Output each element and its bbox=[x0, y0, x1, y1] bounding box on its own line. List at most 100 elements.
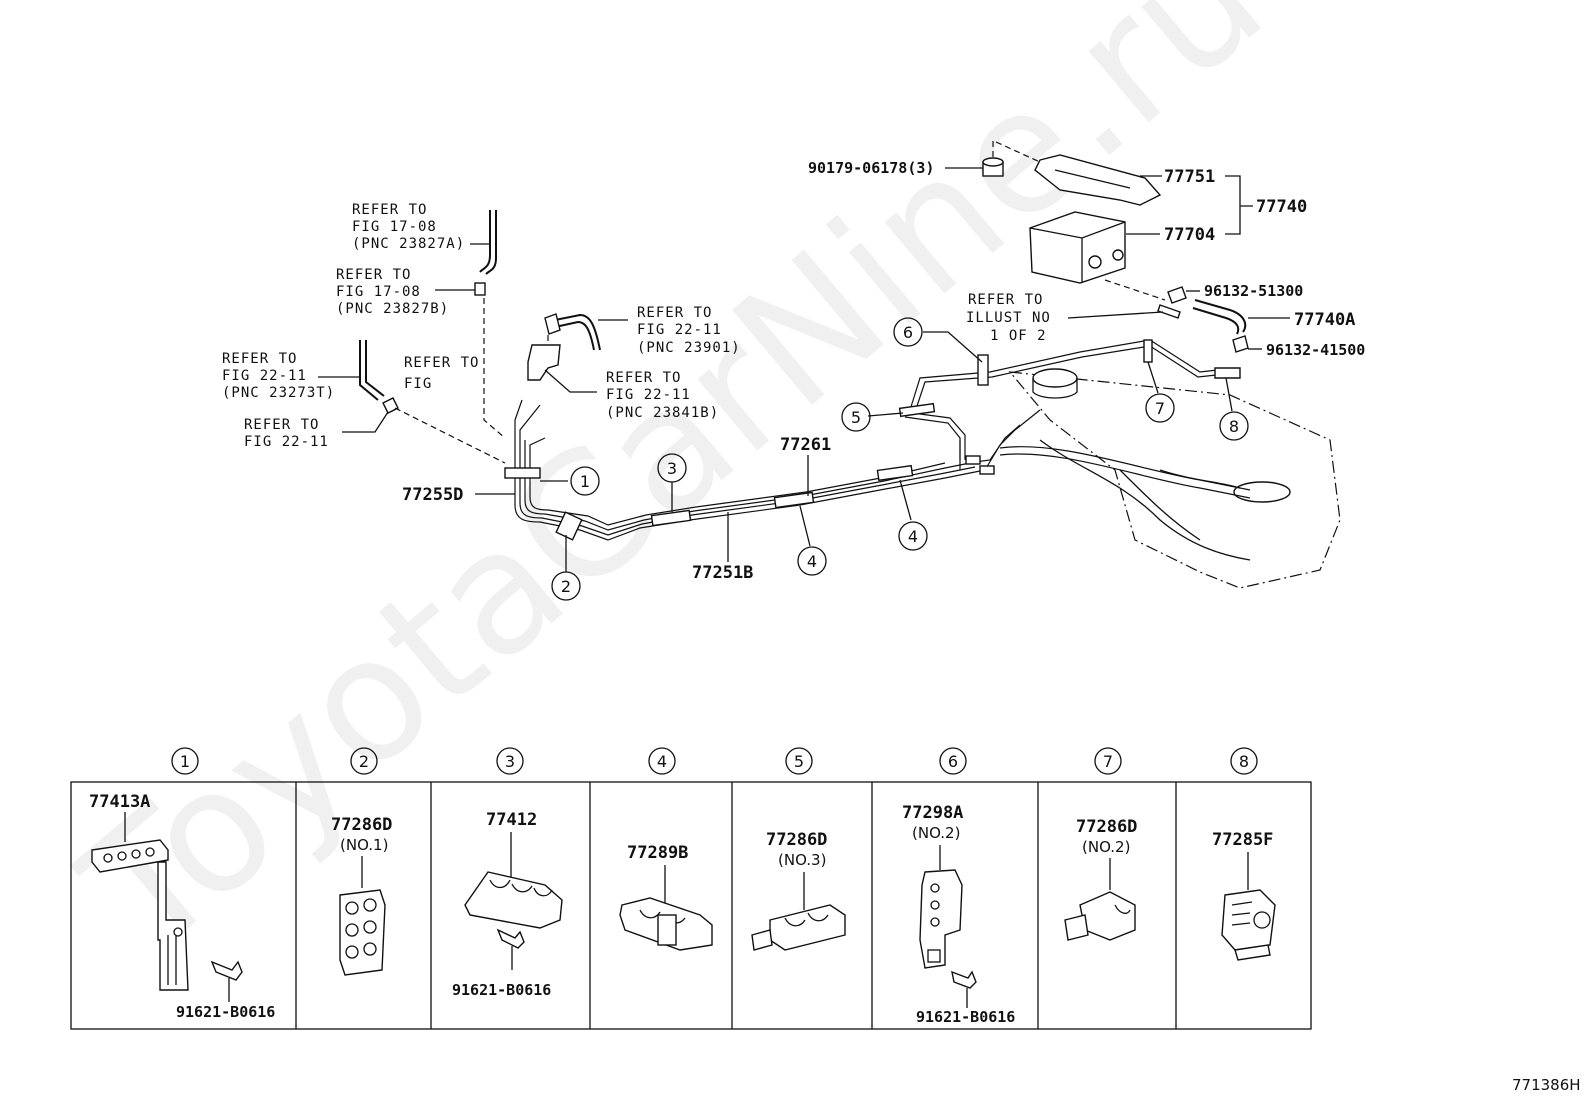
panel-4-content: 77289B bbox=[619, 843, 713, 951]
leader-fig22-11 bbox=[342, 411, 389, 433]
bracket-detail bbox=[1054, 169, 1131, 189]
clamp-77412 bbox=[464, 871, 563, 929]
pipe-23273t-b bbox=[365, 340, 385, 397]
callout-3: 3 bbox=[657, 453, 687, 483]
svg-text:FIG 22-11: FIG 22-11 bbox=[222, 368, 307, 384]
label-77704: 77704 bbox=[1164, 225, 1215, 245]
panel-8-header: 8 bbox=[1230, 747, 1258, 775]
panel-7-part: 77286D bbox=[1076, 817, 1137, 837]
svg-text:7: 7 bbox=[1155, 399, 1165, 418]
fuel-pump-body bbox=[1032, 378, 1078, 399]
label-77740: 77740 bbox=[1256, 197, 1307, 217]
hose-77740a bbox=[1194, 299, 1247, 333]
callout-1: 1 bbox=[570, 466, 600, 496]
svg-text:REFER TO: REFER TO bbox=[222, 351, 297, 367]
connector-fig22-11 bbox=[382, 397, 399, 414]
tank-side-tubes bbox=[904, 339, 1251, 499]
callout-leader-4b bbox=[899, 479, 912, 521]
panel-7-sub: (NO.2) bbox=[1082, 838, 1130, 856]
hose-connector bbox=[1157, 304, 1181, 319]
pipe-23827a-b bbox=[485, 210, 497, 275]
label-77740a: 77740A bbox=[1294, 310, 1355, 330]
refer-note-23841b: REFER TO FIG 22-11 (PNC 23841B) bbox=[606, 370, 718, 421]
panel-1-header: 1 bbox=[171, 747, 199, 775]
nut-90179-top bbox=[982, 157, 1004, 167]
clamp-4a-marker bbox=[773, 491, 815, 509]
charcoal-canister-77704 bbox=[1029, 211, 1126, 284]
svg-text:ILLUST NO: ILLUST NO bbox=[966, 310, 1051, 326]
callout-leader-8 bbox=[1225, 377, 1233, 412]
dash-fig22-11 bbox=[394, 407, 506, 464]
panel-3-header: 3 bbox=[496, 747, 524, 775]
clamp-77286d-no3 bbox=[769, 904, 846, 951]
canister-port bbox=[1088, 255, 1102, 269]
refer-note-23827b: REFER TO FIG 17-08 (PNC 23827B) bbox=[336, 267, 448, 317]
panel-2-content: 77286D (NO.1) bbox=[331, 815, 392, 976]
panel-8-content: 77285F bbox=[1212, 830, 1276, 961]
svg-text:REFER TO: REFER TO bbox=[336, 267, 411, 283]
sender-gauge-ring bbox=[1233, 481, 1291, 503]
panel-6-header: 6 bbox=[939, 747, 967, 775]
panel-6-bolt: 91621-B0616 bbox=[916, 1008, 1015, 1026]
pipe-23273t bbox=[359, 340, 379, 401]
panel-3-part: 77412 bbox=[486, 810, 537, 830]
clamp-77285f bbox=[1221, 889, 1276, 951]
bolt-91621 bbox=[210, 960, 243, 981]
panel-6-part: 77298A bbox=[902, 803, 963, 823]
dash-bracket bbox=[995, 141, 1041, 163]
label-77751: 77751 bbox=[1164, 167, 1215, 187]
svg-text:5: 5 bbox=[794, 752, 804, 771]
refer-note-illust: REFER TO ILLUST NO 1 OF 2 bbox=[966, 292, 1051, 344]
canister-valve-23841b bbox=[527, 344, 561, 381]
svg-text:REFER TO: REFER TO bbox=[352, 202, 427, 218]
clamp-2-marker bbox=[555, 511, 583, 541]
panel-1-content: 77413A 91621-B0616 bbox=[89, 792, 275, 1021]
panel-4-part: 77289B bbox=[627, 843, 688, 863]
svg-text:1 OF 2: 1 OF 2 bbox=[990, 328, 1047, 344]
connector-23827b bbox=[474, 282, 486, 296]
svg-text:(PNC 23827A): (PNC 23827A) bbox=[352, 236, 465, 252]
svg-text:REFER TO: REFER TO bbox=[968, 292, 1043, 308]
svg-text:5: 5 bbox=[851, 408, 861, 427]
svg-text:4: 4 bbox=[908, 527, 918, 546]
panel-3-bolt: 91621-B0616 bbox=[452, 981, 551, 999]
clamp-77298a bbox=[919, 869, 963, 969]
detail-panel-table bbox=[70, 781, 1312, 1030]
label-96132-41500: 96132-41500 bbox=[1266, 341, 1365, 359]
svg-text:REFER TO: REFER TO bbox=[637, 305, 712, 321]
tube-connector bbox=[979, 465, 995, 475]
fuel-tank-inner-line bbox=[1039, 439, 1251, 561]
callout-leader-7 bbox=[1147, 361, 1159, 394]
svg-text:8: 8 bbox=[1229, 417, 1239, 436]
panel-4-header: 4 bbox=[648, 747, 676, 775]
callout-4a: 4 bbox=[797, 546, 827, 576]
refer-note-23273t: REFER TO FIG 22-11 (PNC 23273T) bbox=[222, 351, 334, 401]
svg-text:6: 6 bbox=[903, 323, 913, 342]
pipe-23827a bbox=[479, 210, 491, 273]
panel-2-header: 2 bbox=[350, 747, 378, 775]
callout-5: 5 bbox=[841, 402, 871, 432]
panel-6-sub: (NO.2) bbox=[912, 824, 960, 842]
refer-note-23901: REFER TO FIG 22-11 (PNC 23901) bbox=[637, 305, 740, 356]
panel-5-sub: (NO.3) bbox=[778, 851, 826, 869]
svg-text:3: 3 bbox=[667, 459, 677, 478]
leader-23841b bbox=[544, 369, 597, 393]
panel-3-content: 77412 91621-B0616 bbox=[452, 810, 563, 999]
fuel-tank-outline bbox=[1008, 371, 1341, 589]
panel-1-part: 77413A bbox=[89, 792, 150, 812]
svg-text:7: 7 bbox=[1103, 752, 1113, 771]
hose-clamp-96132-51300 bbox=[1167, 286, 1187, 304]
svg-text:1: 1 bbox=[580, 472, 590, 491]
bracket-77413a bbox=[157, 861, 189, 991]
panel-5-part: 77286D bbox=[766, 830, 827, 850]
label-77255d: 77255D bbox=[402, 485, 463, 505]
clamp-1-marker bbox=[504, 467, 541, 479]
label-77251b: 77251B bbox=[692, 563, 753, 583]
label-96132-51300: 96132-51300 bbox=[1204, 282, 1303, 300]
svg-text:FIG 17-08: FIG 17-08 bbox=[352, 219, 437, 235]
svg-text:REFER TO: REFER TO bbox=[404, 355, 479, 371]
svg-text:2: 2 bbox=[561, 577, 571, 596]
svg-text:FIG: FIG bbox=[404, 376, 432, 392]
label-90179: 90179-06178(3) bbox=[808, 159, 934, 177]
bracket-77740 bbox=[1225, 175, 1253, 235]
